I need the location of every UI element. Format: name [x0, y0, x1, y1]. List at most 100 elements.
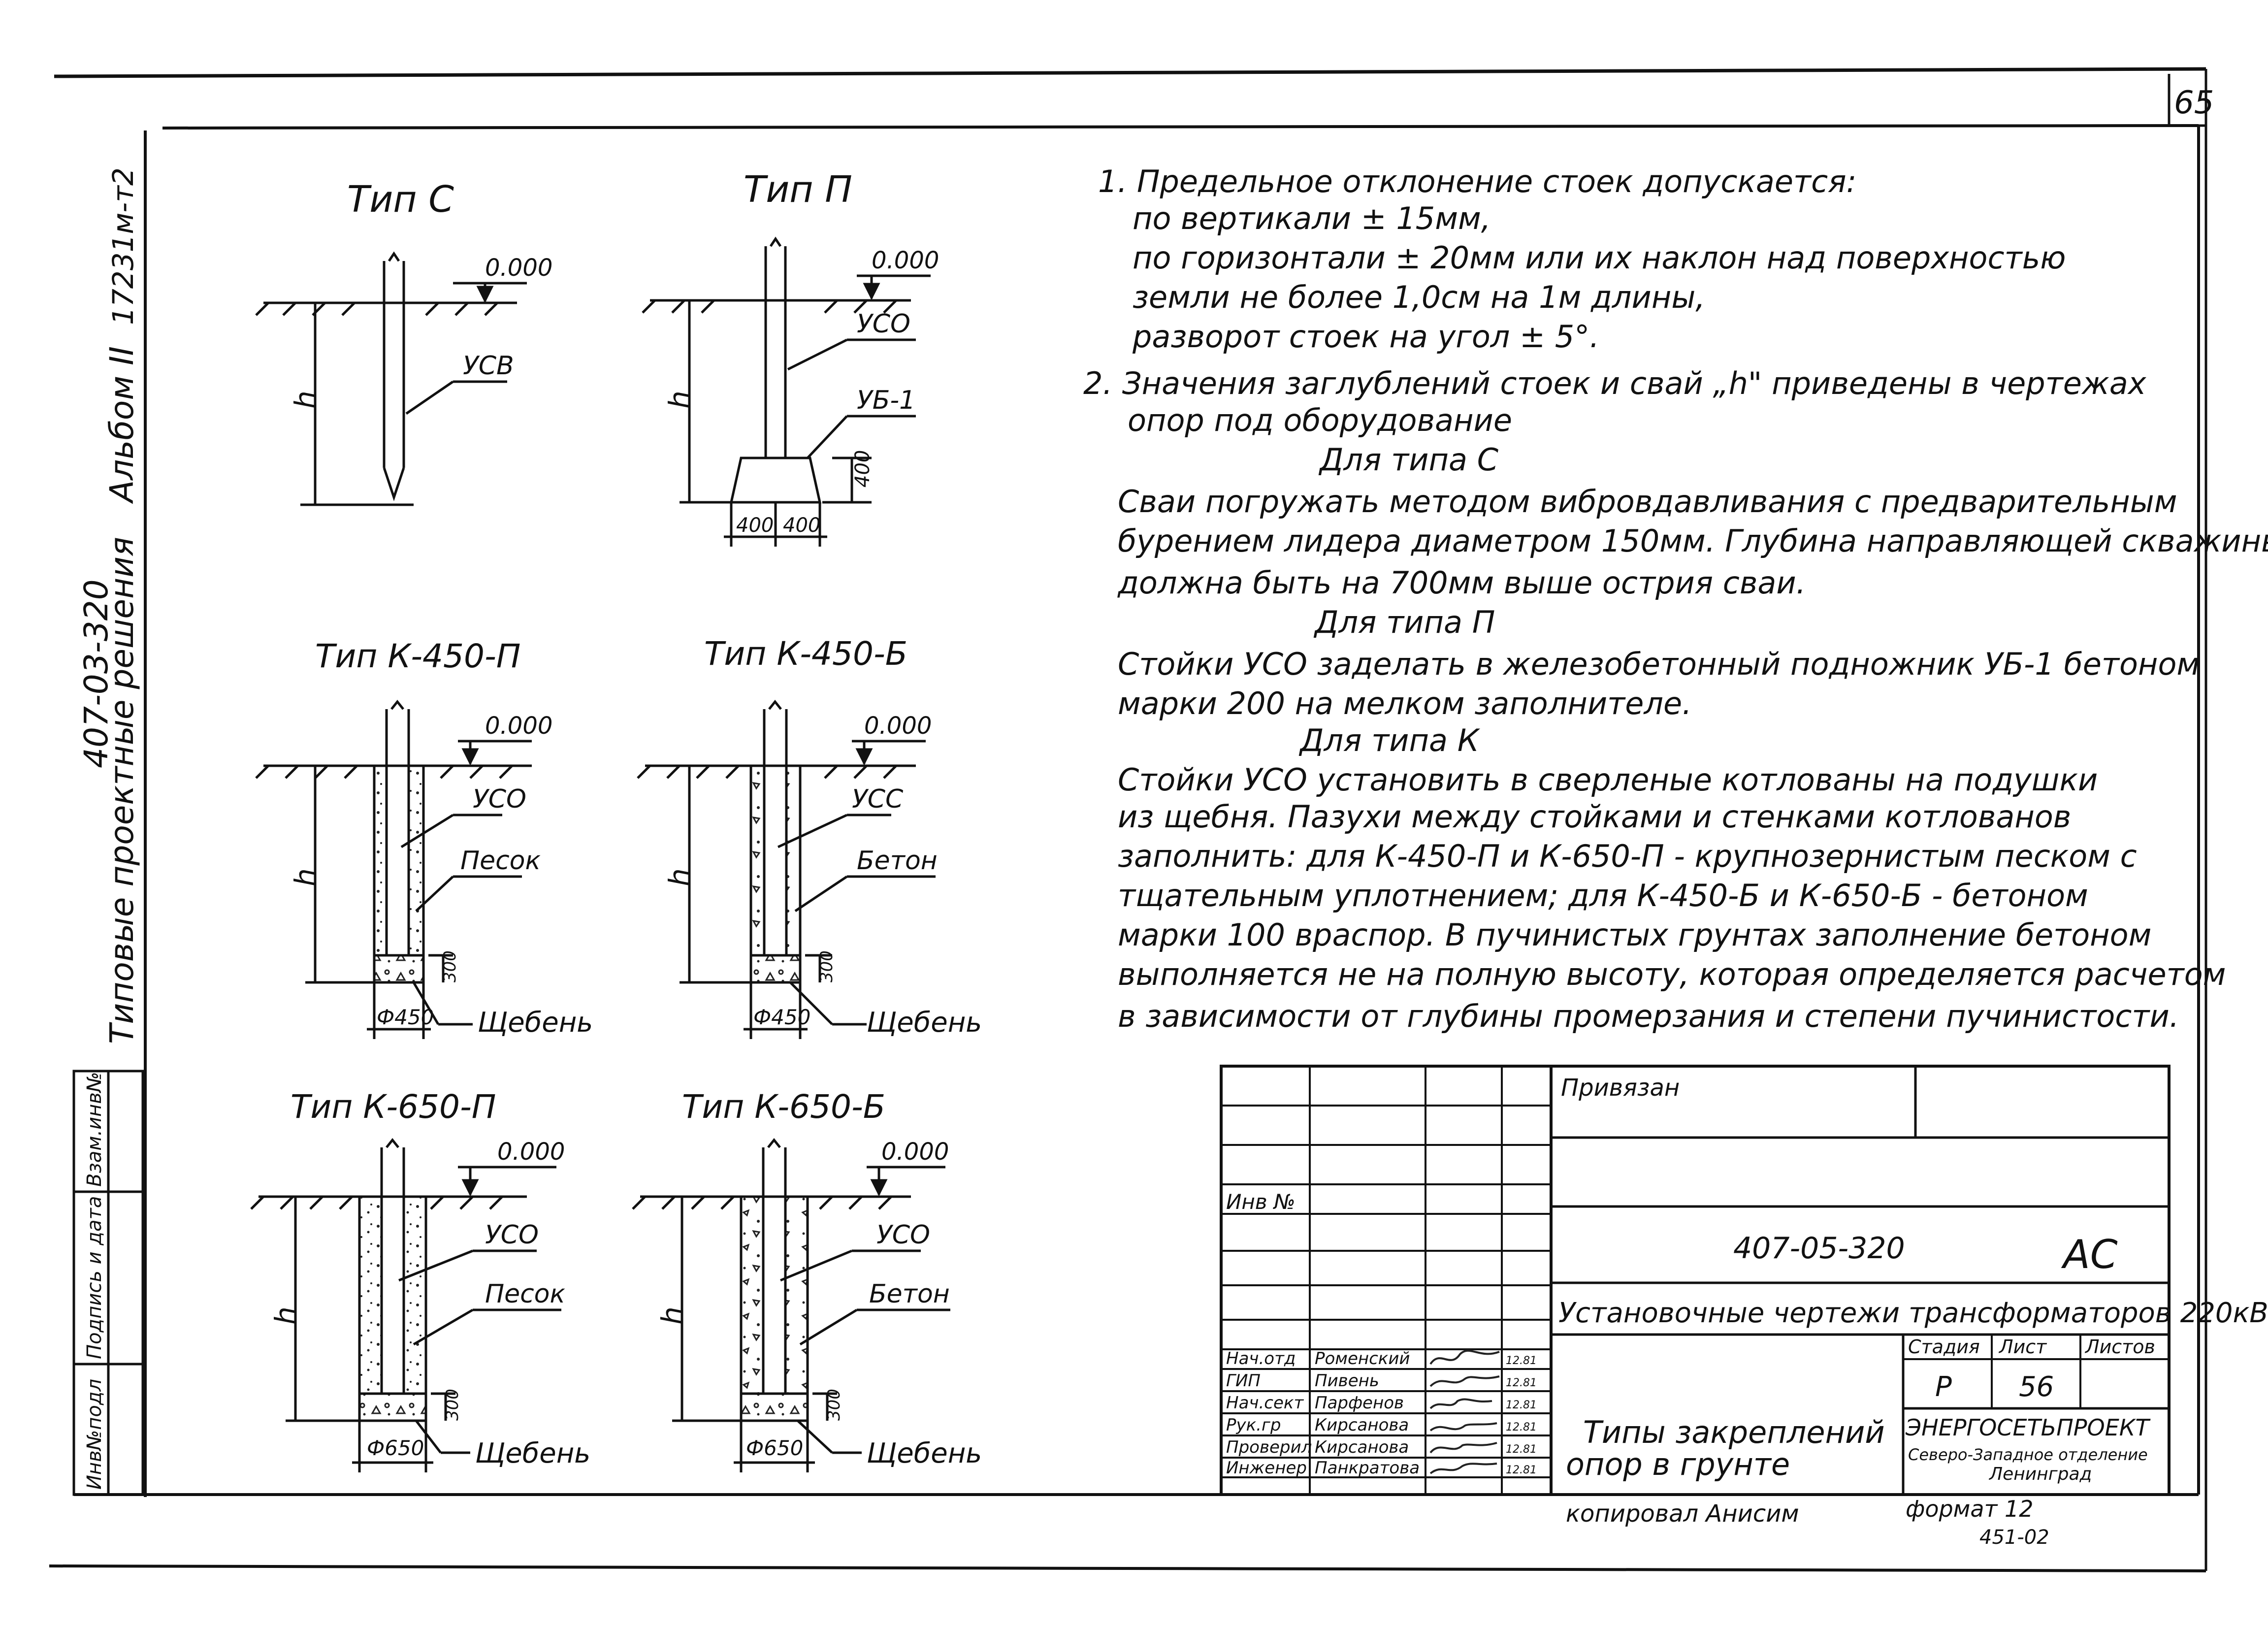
height-dim: 400 [851, 450, 874, 488]
title-block [1220, 1065, 2171, 1496]
stamp-sign: Подпись и дата [83, 1196, 106, 1359]
fill-label: Бетон [869, 1279, 950, 1309]
base-dim: 300 [817, 950, 837, 982]
width-dim-left: 400 [736, 514, 774, 537]
note-heading: Для типа С [1318, 442, 1499, 478]
side-code: 407-03-320 [77, 579, 115, 768]
notes: 1. Предельное отклонение стоек допускает… [1083, 163, 2268, 1034]
org-branch: Северо-Западное отделение [1908, 1445, 2148, 1464]
base-dim: 300 [824, 1389, 844, 1421]
note-heading: Для типа П [1313, 604, 1495, 640]
sheet-extra: 451-02 [1979, 1526, 2049, 1549]
sheet-format: формат 12 [1906, 1496, 2034, 1522]
diameter-label: Ф650 [367, 1436, 424, 1460]
part-label: УСО [485, 1220, 539, 1250]
depth-label: h [289, 391, 322, 409]
type-k650p-detail: Тип К-650-П [250, 1088, 590, 1472]
sheet-value: 56 [2019, 1371, 2054, 1403]
project-name: Установочные чертежи трансформаторов 220… [1558, 1297, 2268, 1329]
staff-name: Пивень [1315, 1371, 1379, 1391]
staff-date: 12.81 [1506, 1443, 1537, 1456]
note-line: марки 100 враспор. В пучинистых грунтах … [1118, 917, 2151, 953]
sheet-frame [49, 67, 2207, 1572]
note-line: должна быть на 700мм выше острия сваи. [1117, 565, 1806, 601]
depth-label: h [269, 1306, 302, 1325]
type-k450b-detail: Тип К-450-Б [637, 635, 982, 1039]
width-dim-right: 400 [783, 514, 820, 537]
note-line: по горизонтали ± 20мм или их наклон над … [1133, 240, 2066, 276]
staff-date: 12.81 [1506, 1377, 1537, 1389]
staff-date: 12.81 [1506, 1355, 1537, 1367]
stage-header: Стадия [1908, 1336, 1980, 1358]
note-line: 1. Предельное отклонение стоек допускает… [1098, 163, 1856, 199]
project-code: 407-05-320 [1733, 1231, 1905, 1266]
staff-date: 12.81 [1506, 1421, 1537, 1434]
staff-name: Парфенов [1315, 1393, 1404, 1413]
title-block-text: Привязан Инв № 407-05-320 АС Установочны… [1226, 1074, 2268, 1549]
base-label: Щебень [867, 1437, 982, 1469]
type-title: Тип К-650-Б [682, 1088, 885, 1126]
staff-name: Кирсанова [1315, 1437, 1409, 1457]
side-stamp [72, 1070, 144, 1496]
staff-role: ГИП [1226, 1371, 1261, 1391]
side-series: Типовые проектные решения [103, 537, 141, 1044]
drawing-title-line: Типы закреплений [1583, 1414, 1885, 1450]
note-line: бурением лидера диаметром 150мм. Глубина… [1118, 523, 2268, 559]
depth-label: h [289, 868, 322, 886]
note-line: Стойки УСО заделать в железобетонный под… [1118, 646, 2200, 682]
type-title: Тип С [347, 178, 454, 221]
staff-role: Нач.отд [1226, 1349, 1296, 1368]
stage-value: Р [1935, 1371, 1952, 1403]
part-label: УСО [857, 309, 910, 339]
sheets-header: Листов [2084, 1336, 2155, 1358]
org-name: ЭНЕРГОСЕТЬПРОЕКТ [1905, 1414, 2151, 1441]
staff-role: Рук.гр [1226, 1415, 1281, 1435]
fill-label: Песок [460, 846, 541, 876]
base-dim: 300 [443, 1389, 462, 1421]
footing-label: УБ-1 [857, 386, 915, 415]
type-k450p-detail: Тип К-450-П [255, 637, 593, 1039]
diameter-label: Ф650 [746, 1436, 803, 1460]
stamp-inv: Инв№подл [83, 1379, 106, 1490]
signatures [1429, 1349, 1500, 1474]
note-line: тщательным уплотнением; для К-450-Б и К-… [1118, 878, 2088, 913]
inv-label: Инв № [1226, 1190, 1296, 1214]
org-city: Ленинград [1988, 1464, 2092, 1484]
note-line: земли не более 1,0см на 1м длины, [1133, 279, 1705, 315]
note-line: 2. Значения заглублений стоек и свай „h"… [1083, 365, 2147, 401]
level-mark: 0.000 [485, 712, 552, 740]
privyazan-label: Привязан [1561, 1074, 1680, 1102]
diameter-label: Ф450 [377, 1005, 434, 1029]
staff-role: Проверил [1226, 1437, 1312, 1457]
depth-label: h [663, 868, 696, 886]
base-label: Щебень [867, 1007, 982, 1039]
level-mark: 0.000 [485, 254, 552, 282]
side-sheet-code: 17231м-т2 [106, 167, 140, 325]
type-c-detail: Тип С 0.000 УСВ h [255, 178, 552, 506]
level-mark: 0.000 [881, 1138, 949, 1166]
note-line: выполняется не на полную высоту, которая… [1118, 956, 2226, 992]
drawing-title-line: опор в грунте [1566, 1446, 1790, 1482]
staff-date: 12.81 [1506, 1464, 1537, 1476]
part-label: УСС [852, 784, 904, 814]
side-label: Типовые проектные решения 407-03-320 Аль… [77, 167, 141, 1044]
part-label: УСО [473, 784, 526, 814]
type-title: Тип К-650-П [291, 1088, 496, 1126]
diameter-label: Ф450 [753, 1005, 810, 1029]
type-p-detail: Тип П 0.000 УСО УБ-1 h [642, 168, 939, 547]
level-mark: 0.000 [864, 712, 932, 740]
note-line: марки 200 на мелком заполнителе. [1118, 685, 1692, 721]
depth-label: h [663, 391, 696, 409]
base-label: Щебень [475, 1437, 590, 1469]
staff-name: Кирсанова [1315, 1415, 1409, 1435]
level-mark: 0.000 [872, 247, 939, 274]
base-dim: 300 [440, 950, 460, 982]
part-label: УСО [876, 1220, 930, 1250]
page-number: 65 [2174, 85, 2214, 121]
staff-table: Нач.отд Роменский 12.81 ГИП Пивень 12.81… [1226, 1349, 1537, 1478]
depth-label: h [655, 1306, 689, 1325]
staff-role: Инженер [1226, 1458, 1307, 1478]
note-line: по вертикали ± 15мм, [1133, 200, 1491, 236]
note-line: разворот стоек на угол ± 5°. [1132, 319, 1599, 355]
